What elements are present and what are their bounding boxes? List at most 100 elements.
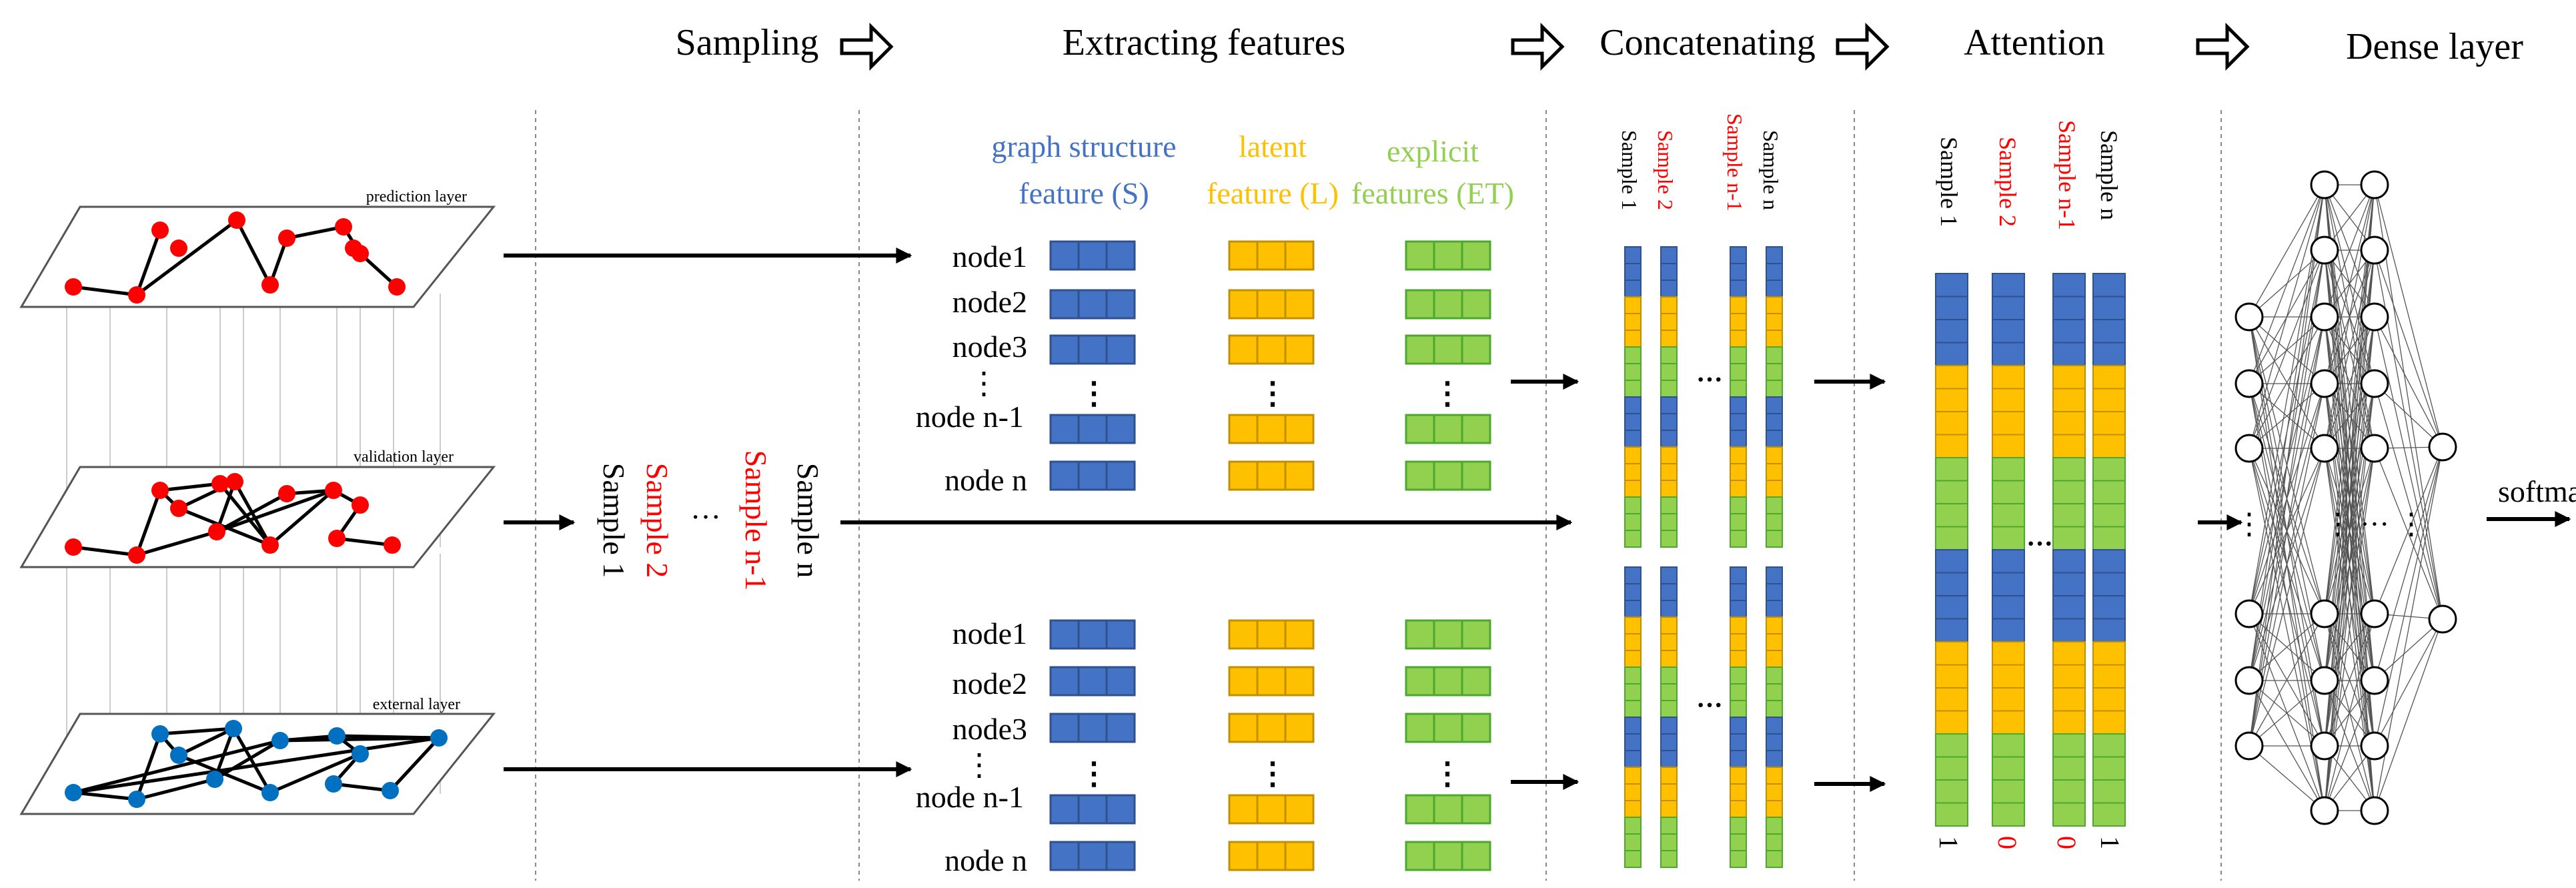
- concat-bar-cell: [1624, 296, 1642, 314]
- attention-bar-cell: [2092, 756, 2126, 781]
- concat-bar-cell: [1660, 800, 1678, 818]
- structure-feature-cell: [1105, 841, 1136, 871]
- softmax-label: softmax: [2498, 474, 2576, 508]
- dense-edge: [2374, 383, 2443, 620]
- structure-feature-cell: [1049, 794, 1080, 825]
- attention-bar-cell: [2092, 572, 2126, 596]
- concat-bar-cell: [1624, 733, 1642, 751]
- stage-arrow-icon: [1511, 22, 1565, 71]
- explicit-feature-cell: [1405, 289, 1435, 320]
- concat-bar-cell: [1660, 330, 1678, 348]
- dense-network: [2234, 170, 2457, 825]
- structure-header-line1: graph structure: [991, 129, 1176, 163]
- attention-bar-cell: [2052, 411, 2086, 436]
- concat-bar-cell: [1660, 380, 1678, 398]
- attention-bar-cell: [1992, 365, 2025, 390]
- attention-bar-cell: [2052, 319, 2086, 344]
- layer-edge: [136, 777, 215, 801]
- attention-bar-cell: [1935, 779, 1968, 804]
- explicit-feature-cell: [1433, 460, 1463, 491]
- attention-bar-cell: [1992, 572, 2025, 596]
- explicit-header-line2: features (ET): [1351, 176, 1514, 210]
- explicit-feature-cell: [1405, 460, 1435, 491]
- concat-bar-cell: [1660, 833, 1678, 851]
- attention-bar-cell: [1935, 802, 1968, 827]
- feature-rows-bottom: node1 node2 node3 ⋮ node n-1 node n ⋮ ⋮ …: [916, 616, 1463, 877]
- attention-bar-cell: [1992, 802, 2025, 827]
- attention-bar-cell: [2092, 411, 2126, 436]
- concat-bar-cell: [1730, 783, 1747, 801]
- explicit-feature-cell: [1461, 414, 1491, 444]
- structure-feature-cell: [1105, 713, 1136, 743]
- explicit-header-line1: explicit: [1387, 134, 1479, 168]
- attention-bar-cell: [1992, 779, 2025, 804]
- attention-bar-cell: [1992, 733, 2025, 758]
- concat-bar-cell: [1624, 363, 1642, 381]
- layer-node: [206, 771, 223, 788]
- dense-input-node: [2234, 666, 2264, 695]
- layer-edge: [177, 727, 235, 757]
- dense-output-node: [2428, 604, 2457, 634]
- attention-bar-cell: [2092, 434, 2126, 458]
- dense-output-node: [2428, 432, 2457, 462]
- concat-bar-cell: [1660, 616, 1678, 634]
- attention-bar-cell: [1992, 526, 2025, 550]
- structure-feature-cell: [1049, 289, 1080, 320]
- attention-bar-cell: [1935, 503, 1968, 528]
- layer-node: [335, 218, 352, 236]
- explicit-feature-cell: [1433, 414, 1463, 444]
- attention-bar-cell: [2092, 779, 2126, 804]
- latent-feature-cell: [1256, 619, 1287, 650]
- structure-feature-cell: [1077, 240, 1108, 271]
- concat-bar-cell: [1766, 313, 1783, 331]
- concat-bar-cell: [1766, 480, 1783, 498]
- dense-input-node: [2234, 731, 2264, 761]
- concat-bar-cell: [1730, 363, 1747, 381]
- concat-bar-cell: [1730, 733, 1747, 751]
- attention-bar-cell: [2092, 526, 2126, 550]
- latent-feature-cell: [1228, 841, 1259, 871]
- structure-feature-cell: [1105, 289, 1136, 320]
- concat-bar-cell: [1766, 413, 1783, 431]
- layer-edge: [73, 736, 440, 795]
- layer-node: [325, 482, 342, 499]
- dense-edge: [2374, 316, 2443, 448]
- layer-edge: [269, 752, 361, 795]
- concat-bar-cell: [1730, 480, 1747, 498]
- concat-sample-n-1-label: Sample n-1: [1723, 113, 1747, 211]
- dense-edge: [2248, 250, 2325, 449]
- attention-bar-cell: [1992, 503, 2025, 528]
- explicit-feature-cell: [1433, 794, 1463, 825]
- attention-bar-cell: [1935, 365, 1968, 390]
- attention-bar-cell: [2092, 687, 2126, 712]
- layer-node: [382, 782, 399, 799]
- attention-sample-labels: Sample 1 Sample 2 Sample n-1 Sample n ··…: [1936, 120, 2122, 558]
- layer-node: [170, 747, 187, 764]
- structure-feature-cell: [1077, 713, 1108, 743]
- concat-bar-cell: [1766, 430, 1783, 448]
- dense-edge: [2248, 383, 2325, 449]
- explicit-feature-cell: [1405, 240, 1435, 271]
- concat-bar-cell: [1766, 263, 1783, 281]
- concat-bar-cell: [1766, 850, 1783, 868]
- explicit-feature-cell: [1461, 713, 1491, 743]
- attention-bar-cell: [2092, 480, 2126, 504]
- concat-bar-cell: [1730, 717, 1747, 735]
- attention-bar-cell: [1992, 595, 2025, 620]
- latent-feature-cell: [1284, 414, 1315, 444]
- attention-bar-cell: [1935, 549, 1968, 574]
- concat-bar-cell: [1624, 566, 1642, 584]
- attention-bar-cell: [1992, 710, 2025, 735]
- concat-bar-cell: [1660, 667, 1678, 685]
- concat-bar-cell: [1660, 413, 1678, 431]
- latent-feature-cell: [1256, 713, 1287, 743]
- concat-bar-cell: [1766, 396, 1783, 414]
- attention-bar-cell: [2052, 733, 2086, 758]
- concat-bar-cell: [1624, 480, 1642, 498]
- attention-bar-cell: [2052, 710, 2086, 735]
- layer-node: [261, 276, 279, 294]
- latent-feature-cell: [1284, 334, 1315, 365]
- layer-node: [151, 725, 169, 743]
- latent-feature-cell: [1228, 619, 1259, 650]
- stage-concatenating: Concatenating: [1599, 22, 1815, 63]
